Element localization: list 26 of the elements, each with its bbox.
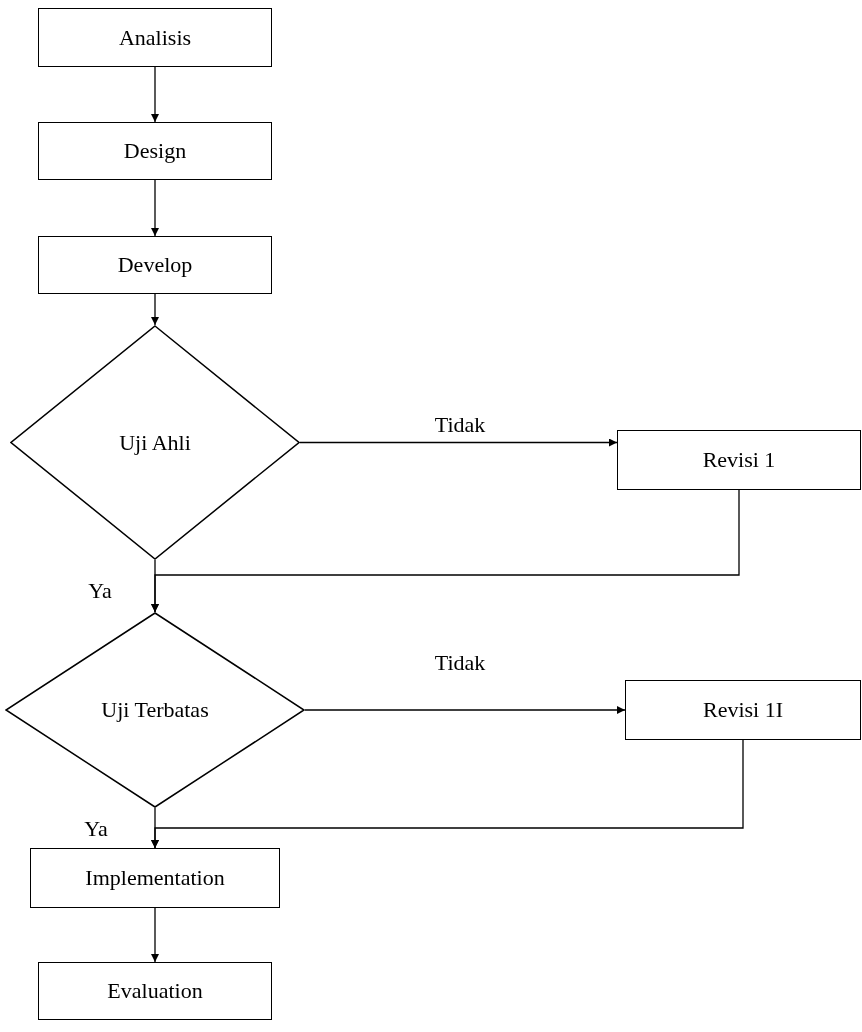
process-box <box>38 8 272 67</box>
arrow <box>299 438 618 447</box>
arrow <box>151 179 159 237</box>
arrow <box>151 66 159 123</box>
process-box <box>38 122 272 180</box>
node-label: Uji Ahli <box>119 428 191 457</box>
node-label: Uji Terbatas <box>101 696 209 724</box>
arrow <box>151 907 159 963</box>
arrow <box>304 706 626 714</box>
node-label: Evaluation <box>107 977 203 1005</box>
process-box <box>38 962 272 1020</box>
arrow <box>151 739 744 849</box>
node-label: Revisi 1 <box>702 446 776 474</box>
node-label: Analisis <box>118 23 192 52</box>
node-label: Implementation <box>85 864 225 892</box>
process-box <box>625 680 861 740</box>
process-box <box>617 430 861 490</box>
decision-diamond <box>10 325 300 560</box>
node-label: Design <box>123 137 187 165</box>
node-label: Revisi 1I <box>702 696 784 724</box>
decision-diamond <box>5 612 305 808</box>
process-box <box>30 848 280 908</box>
node-label: Develop <box>117 251 193 279</box>
arrow <box>151 489 740 613</box>
arrow <box>151 293 159 326</box>
process-box <box>38 236 272 294</box>
